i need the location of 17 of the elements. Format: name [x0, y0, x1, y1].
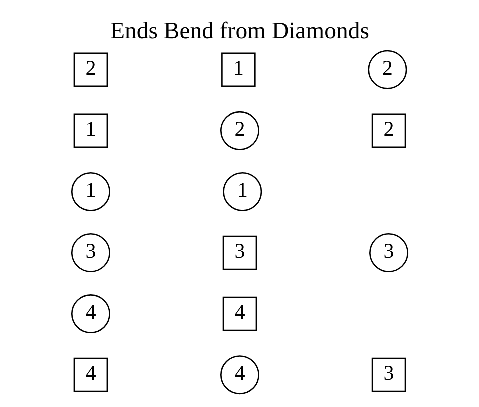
node-box: 4 — [73, 357, 108, 392]
node-box: 2 — [73, 52, 108, 86]
node-circle: 1 — [70, 172, 110, 211]
node-box: 3 — [371, 357, 406, 392]
node-circle: 4 — [220, 355, 259, 394]
node-box: 1 — [221, 52, 256, 86]
node-box: 3 — [222, 235, 257, 270]
node-box: 1 — [73, 113, 108, 148]
node-box: 4 — [222, 296, 257, 331]
node-circle: 2 — [368, 50, 407, 89]
node-circle: 3 — [369, 232, 408, 272]
diagram-title: Ends Bend from Diamonds — [110, 18, 369, 44]
node-box: 2 — [371, 113, 406, 148]
node-circle: 1 — [222, 172, 262, 211]
node-circle: 4 — [70, 294, 110, 334]
node-circle: 2 — [220, 110, 259, 150]
node-circle: 3 — [70, 232, 110, 272]
